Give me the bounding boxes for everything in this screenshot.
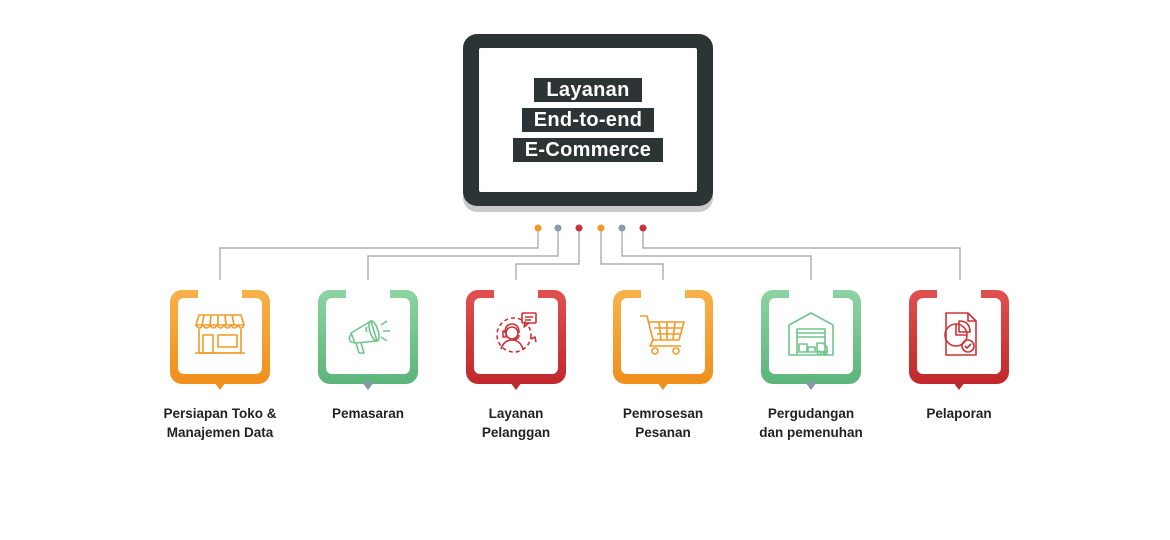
service-label-customer-service: Layanan Pelanggan — [481, 406, 551, 440]
title-line-1: Layanan — [534, 78, 642, 102]
service-label-warehousing: Pergudangan dan pemenuhan — [759, 406, 863, 440]
monitor-screen: Layanan End-to-end E-Commerce — [479, 48, 697, 192]
connector-line-2 — [367, 228, 559, 280]
service-label-order-processing: Pemrosesan Pesanan — [622, 406, 704, 440]
storefront-icon — [193, 309, 247, 364]
connector-dot-3 — [575, 224, 583, 232]
service-card-store-setup — [170, 286, 270, 390]
shopping-cart-icon — [637, 310, 689, 363]
service-card-warehousing — [761, 286, 861, 390]
connector-dot-4 — [597, 224, 605, 232]
connector-line-4 — [600, 228, 664, 280]
report-icon — [934, 309, 984, 364]
connector-dot-1 — [534, 224, 542, 232]
title-line-2: End-to-end — [521, 108, 655, 132]
connector-dot-2 — [554, 224, 562, 232]
connector-dot-5 — [618, 224, 626, 232]
connector-line-1 — [219, 228, 539, 280]
monitor-frame: Layanan End-to-end E-Commerce — [463, 34, 713, 206]
service-label-reporting: Pelaporan — [926, 406, 992, 421]
service-card-customer-service — [466, 286, 566, 390]
connector-line-3 — [515, 228, 580, 280]
service-card-order-processing — [613, 286, 713, 390]
connector-line-6 — [642, 228, 961, 280]
connector-dot-6 — [639, 224, 647, 232]
megaphone-icon — [343, 311, 393, 362]
service-label-store-setup: Persiapan Toko & Manajemen Data — [163, 406, 277, 440]
connector-line-5 — [621, 228, 812, 280]
service-label-marketing: Pemasaran — [331, 406, 405, 421]
service-card-marketing — [318, 286, 418, 390]
warehouse-icon — [785, 309, 837, 364]
customer-service-icon — [490, 309, 542, 364]
title-line-3: E-Commerce — [512, 138, 664, 162]
service-card-reporting — [909, 286, 1009, 390]
